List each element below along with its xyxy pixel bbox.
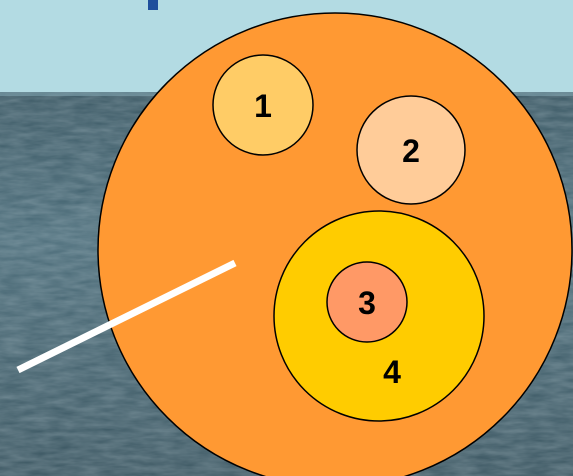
circle-3: [326, 261, 408, 343]
title-fragment: [148, 0, 158, 10]
circle-4-label: 4: [383, 354, 401, 390]
circle-2: [356, 95, 466, 205]
pointer-line: [16, 259, 237, 374]
circle-3-label: 3: [358, 285, 376, 321]
circle-1-label: 1: [254, 88, 272, 124]
circle-2-label: 2: [402, 133, 420, 169]
circle-1: [212, 54, 314, 156]
